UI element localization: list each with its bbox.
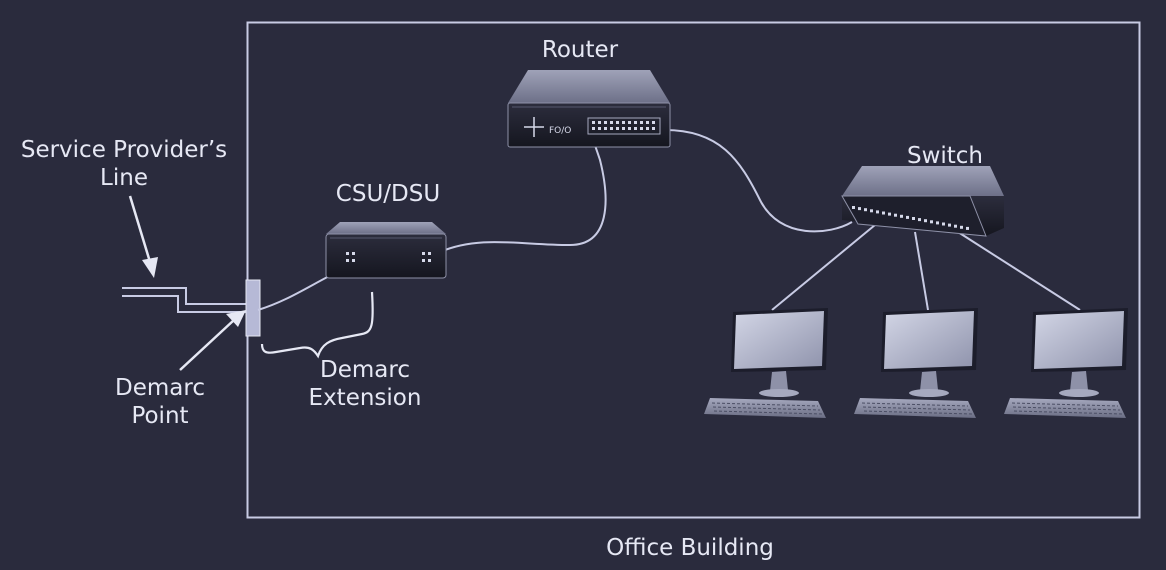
switch-port: [948, 223, 951, 227]
switch-port: [906, 215, 909, 219]
switch-port: [912, 217, 915, 220]
router-port: [604, 127, 607, 130]
router-port: [646, 127, 649, 130]
demarc-point-label: Demarc Point: [115, 375, 205, 429]
router-port: [622, 121, 625, 124]
monitor-icon: [731, 308, 828, 397]
switch-port: [876, 210, 879, 214]
router-port: [616, 121, 619, 124]
router-port: [610, 121, 613, 124]
demarc-point-plate: [245, 279, 261, 337]
router-port: [652, 127, 655, 130]
router-port: [604, 121, 607, 124]
csu-dsu-device: [325, 222, 447, 279]
router-port: [646, 121, 649, 124]
switch-port: [864, 208, 867, 212]
demarc-point-arrow: [179, 310, 246, 371]
switch-port: [924, 219, 927, 223]
switch-port: [960, 225, 963, 229]
router-port: [622, 127, 625, 130]
workstation-3: [1004, 308, 1128, 418]
keyboard-icon: [704, 398, 826, 418]
router-port: [634, 121, 637, 124]
router-port: [598, 127, 601, 130]
router-port: [628, 121, 631, 124]
router-port: [592, 127, 595, 130]
service-line-arrow: [128, 195, 158, 278]
office-building-boundary: [246, 21, 1141, 519]
csu-router-cable: [439, 129, 607, 253]
keyboard-icon: [854, 398, 976, 418]
switch-port: [942, 222, 945, 226]
switch-port: [888, 212, 891, 216]
router-port: [592, 121, 595, 124]
demarc-extension-label: Demarc Extension: [308, 357, 422, 411]
switch-port: [852, 206, 855, 209]
service-provider-line: [122, 287, 246, 313]
switch-port: [930, 220, 933, 224]
monitor-icon: [1031, 308, 1128, 397]
router-port: [598, 121, 601, 124]
switch-port: [858, 207, 861, 211]
csu-dsu-label: CSU/DSU: [335, 181, 441, 207]
switch-port: [894, 213, 897, 217]
switch-port: [918, 218, 921, 222]
workstation-1: [704, 308, 828, 418]
router-port: [616, 127, 619, 130]
demarc-extension-brace: [260, 291, 374, 359]
router-port: [640, 121, 643, 124]
workstations: [704, 308, 1128, 418]
switch-port: [882, 211, 885, 215]
router-device: FO/O: [507, 70, 671, 148]
switch-label: Switch: [906, 143, 984, 169]
router-switch-cable: [664, 129, 853, 233]
switch-port: [870, 209, 873, 213]
keyboard-icon: [1004, 398, 1126, 418]
router-port: [628, 127, 631, 130]
switch-port: [936, 221, 939, 225]
router-label: Router: [541, 37, 619, 63]
router-port: [634, 127, 637, 130]
router-port-text: FO/O: [549, 126, 571, 136]
switch-port: [954, 224, 957, 228]
service-provider-line-label: Service Provider’s Line: [20, 137, 228, 191]
switch-port: [966, 226, 969, 230]
switch-port: [900, 214, 903, 218]
workstation-2: [854, 308, 978, 418]
switch-device: [841, 166, 1004, 237]
switch-pc-cables: [771, 224, 1081, 311]
office-building-label: Office Building: [606, 535, 774, 561]
monitor-icon: [881, 308, 978, 397]
router-port: [652, 121, 655, 124]
router-port: [610, 127, 613, 130]
router-port: [640, 127, 643, 130]
